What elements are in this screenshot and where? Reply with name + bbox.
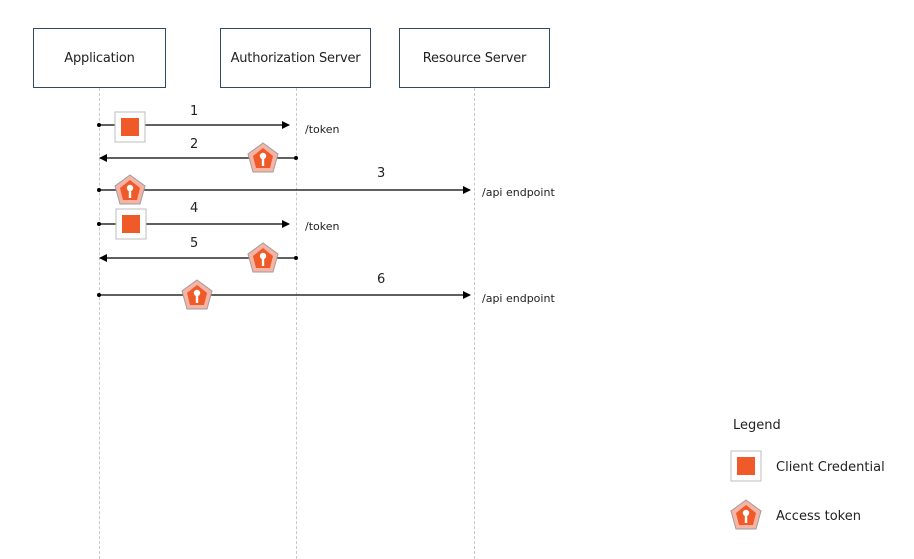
endpoint-label-api: /api endpoint xyxy=(482,292,555,305)
client-credential-icon xyxy=(115,208,147,240)
legend-access-token-icon xyxy=(730,499,762,530)
access-token-icon xyxy=(247,142,279,173)
lifeline-application xyxy=(99,88,100,559)
endpoint-label-token: /token xyxy=(305,123,340,136)
access-token-icon xyxy=(247,242,279,273)
access-token-icon xyxy=(114,174,146,205)
message-number-2: 2 xyxy=(190,137,199,152)
access-token-icon xyxy=(181,279,213,310)
participant-authorization-server: Authorization Server xyxy=(220,28,371,88)
legend-access-token-label: Access token xyxy=(776,509,861,524)
lifeline-authorization-server xyxy=(296,88,297,559)
legend-client-credential-label: Client Credential xyxy=(776,460,885,475)
endpoint-label-api: /api endpoint xyxy=(482,186,555,199)
message-number-3: 3 xyxy=(377,166,386,181)
message-number-1: 1 xyxy=(190,104,199,119)
legend-client-credential-icon xyxy=(730,450,762,482)
legend-title: Legend xyxy=(733,418,781,433)
message-4 xyxy=(97,208,290,240)
message-2 xyxy=(99,142,298,173)
message-5 xyxy=(99,242,298,273)
participant-resource-server: Resource Server xyxy=(399,28,550,88)
participant-application: Application xyxy=(33,28,166,88)
lifeline-resource-server xyxy=(474,88,475,559)
message-3 xyxy=(97,174,471,205)
message-number-5: 5 xyxy=(190,236,199,251)
message-number-6: 6 xyxy=(377,272,386,287)
client-credential-icon xyxy=(114,111,146,143)
message-1 xyxy=(97,111,290,143)
endpoint-label-token: /token xyxy=(305,220,340,233)
message-number-4: 4 xyxy=(190,201,199,216)
message-6 xyxy=(97,279,471,310)
